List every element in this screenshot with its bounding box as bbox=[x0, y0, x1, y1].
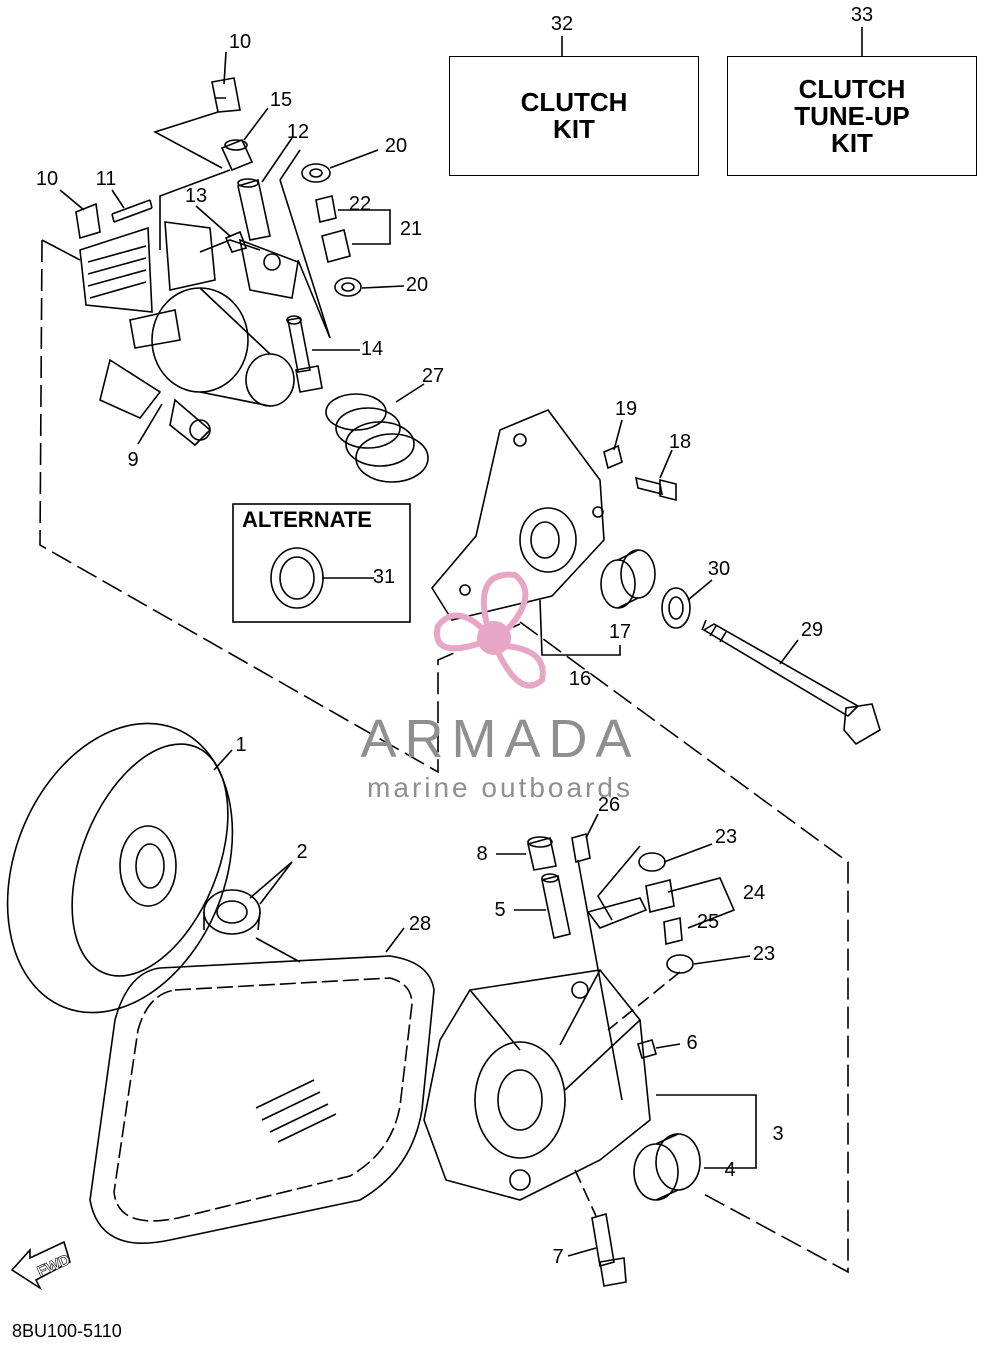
watermark-tagline: marine outboards bbox=[367, 772, 633, 803]
kit-33-number: 33 bbox=[851, 4, 873, 26]
part-24-weight bbox=[645, 879, 675, 913]
callout-8: 8 bbox=[476, 843, 487, 865]
leader-line bbox=[574, 1169, 597, 1217]
part-18-bolt bbox=[634, 476, 677, 502]
callout-27: 27 bbox=[422, 365, 444, 387]
part-28-belt bbox=[89, 955, 435, 1244]
part-9-spider bbox=[79, 221, 299, 447]
leader-line bbox=[279, 149, 301, 181]
bracket-24 bbox=[667, 877, 736, 929]
callout-14: 14 bbox=[361, 338, 383, 360]
part-12-sleeve bbox=[237, 178, 271, 241]
callout-4: 4 bbox=[724, 1159, 735, 1181]
part-21-roller bbox=[321, 229, 351, 263]
part-20-washer-bottom bbox=[334, 277, 362, 297]
callout-11: 11 bbox=[96, 168, 117, 190]
part-17-bushing bbox=[600, 549, 656, 609]
part-10-left bbox=[75, 202, 101, 240]
part-11-pin bbox=[111, 199, 153, 223]
assembly-outline-right bbox=[519, 621, 849, 1274]
callout-7: 7 bbox=[552, 1246, 563, 1268]
alternate-label: ALTERNATE bbox=[242, 507, 372, 532]
leader-line bbox=[159, 169, 231, 250]
bracket-3 bbox=[656, 1094, 757, 1169]
callout-1: 1 bbox=[235, 734, 246, 756]
part-27-spring bbox=[325, 393, 429, 483]
callout-16: 16 bbox=[569, 668, 591, 690]
callout-17: 17 bbox=[609, 621, 631, 643]
part-23-washer-top bbox=[638, 852, 666, 872]
part-24-arm bbox=[586, 897, 648, 929]
propeller-logo-icon bbox=[434, 571, 546, 689]
callout-10: 10 bbox=[36, 168, 58, 190]
callout-24: 24 bbox=[743, 882, 765, 904]
part-15-nut bbox=[220, 138, 254, 172]
part-30-washer bbox=[661, 587, 691, 629]
callout-3: 3 bbox=[772, 1123, 783, 1145]
part-1-fixed-sheave bbox=[6, 722, 234, 1014]
kit-32-number: 32 bbox=[551, 13, 573, 35]
leader-line bbox=[539, 599, 621, 656]
leader-line bbox=[41, 239, 81, 261]
part-14-bolt bbox=[287, 317, 323, 393]
callout-25: 25 bbox=[697, 911, 719, 933]
callout-20: 20 bbox=[385, 135, 407, 157]
fwd-arrow-icon bbox=[10, 1240, 71, 1291]
part-23-washer-bottom bbox=[666, 954, 694, 974]
part-20-washer-top bbox=[301, 163, 331, 183]
callout-13: 13 bbox=[185, 185, 207, 207]
fwd-label: FWD bbox=[35, 1251, 73, 1280]
part-29-long-bolt bbox=[701, 619, 881, 746]
callout-20: 20 bbox=[406, 274, 428, 296]
leader-line bbox=[297, 259, 331, 339]
part-2-collar bbox=[203, 889, 261, 935]
callout-10: 10 bbox=[229, 31, 251, 53]
part-13-screw bbox=[224, 230, 248, 253]
clutch-tune-up-kit-box: CLUTCH TUNE-UP KIT bbox=[727, 56, 977, 176]
part-7-bolt bbox=[591, 1212, 627, 1287]
leader-line bbox=[577, 859, 623, 1101]
part-8-nut bbox=[527, 837, 557, 871]
part-22-roller bbox=[315, 195, 337, 223]
clutch-kit-box: CLUTCH KIT bbox=[449, 56, 699, 176]
callout-15: 15 bbox=[270, 89, 292, 111]
leader-line bbox=[597, 845, 641, 921]
callout-28: 28 bbox=[409, 913, 431, 935]
callout-23: 23 bbox=[753, 943, 775, 965]
leader-line bbox=[279, 179, 331, 339]
leader-line bbox=[607, 971, 681, 1031]
callout-26: 26 bbox=[598, 794, 620, 816]
callout-12: 12 bbox=[287, 121, 309, 143]
alternate-box bbox=[232, 503, 411, 623]
part-19-nut bbox=[603, 444, 623, 470]
watermark-brand: ARMADA bbox=[360, 709, 640, 769]
callout-5: 5 bbox=[494, 899, 505, 921]
part-5-sleeve bbox=[541, 875, 571, 939]
part-26-pin bbox=[571, 832, 591, 864]
part-10-top bbox=[211, 77, 241, 113]
callout-23: 23 bbox=[715, 826, 737, 848]
callout-2: 2 bbox=[296, 841, 307, 863]
callout-30: 30 bbox=[708, 558, 730, 580]
callout-31: 31 bbox=[373, 566, 395, 588]
callout-18: 18 bbox=[669, 431, 691, 453]
callout-22: 22 bbox=[349, 193, 371, 215]
assembly-outline bbox=[39, 239, 521, 774]
callout-9: 9 bbox=[127, 449, 138, 471]
part-4-bushing bbox=[633, 1133, 701, 1201]
part-6-screw bbox=[637, 1039, 657, 1059]
part-3-secondary-sheave bbox=[423, 969, 651, 1201]
callout-29: 29 bbox=[801, 619, 823, 641]
callout-19: 19 bbox=[615, 398, 637, 420]
leader-line bbox=[152, 111, 223, 169]
callout-21: 21 bbox=[400, 218, 422, 240]
part-25-roller bbox=[663, 916, 683, 946]
bracket-21 bbox=[338, 209, 391, 245]
callout-6: 6 bbox=[686, 1032, 697, 1054]
part-16-cover bbox=[431, 409, 605, 621]
diagram-code: 8BU100-5110 bbox=[12, 1321, 122, 1341]
